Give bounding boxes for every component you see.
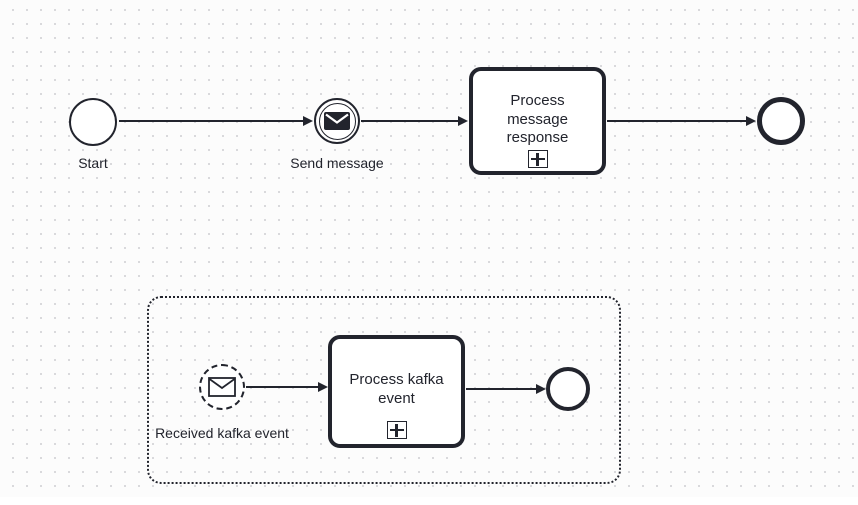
- arrowhead-icon: [536, 384, 546, 394]
- sequence-flow-arrow[interactable]: [607, 116, 756, 126]
- arrowhead-icon: [318, 382, 328, 392]
- arrowhead-icon: [458, 116, 468, 126]
- end-event[interactable]: [757, 97, 805, 145]
- message-envelope-filled-icon: [324, 112, 350, 130]
- sequence-flow-arrow[interactable]: [119, 116, 313, 126]
- sequence-flow-arrow[interactable]: [466, 384, 546, 394]
- subprocess-label: Process kafka event: [349, 371, 444, 407]
- expand-plus-icon[interactable]: [386, 421, 407, 439]
- flow-line: [119, 119, 304, 123]
- message-envelope-outline-icon: [208, 377, 236, 397]
- message-start-event-label[interactable]: Received kafka event: [155, 425, 289, 441]
- intermediate-event-inner-ring: [318, 102, 356, 140]
- flow-line: [466, 387, 537, 391]
- message-start-event[interactable]: [199, 364, 245, 410]
- subprocess-process-kafka-event[interactable]: Process kafka event: [328, 335, 465, 448]
- message-throw-event-label[interactable]: Send message: [290, 155, 384, 171]
- arrowhead-icon: [746, 116, 756, 126]
- flow-line: [361, 119, 459, 123]
- end-event[interactable]: [546, 367, 590, 411]
- sequence-flow-arrow[interactable]: [246, 382, 328, 392]
- start-event[interactable]: [69, 98, 117, 146]
- message-throw-event[interactable]: [314, 98, 360, 144]
- event-subprocess-container[interactable]: [147, 296, 621, 484]
- flow-line: [246, 385, 319, 389]
- expand-plus-icon[interactable]: [527, 150, 548, 168]
- subprocess-process-message-response[interactable]: Process message response: [469, 67, 606, 175]
- arrowhead-icon: [303, 116, 313, 126]
- flow-line: [607, 119, 747, 123]
- subprocess-label: Process message response: [506, 92, 569, 146]
- start-event-label[interactable]: Start: [78, 155, 108, 171]
- sequence-flow-arrow[interactable]: [361, 116, 468, 126]
